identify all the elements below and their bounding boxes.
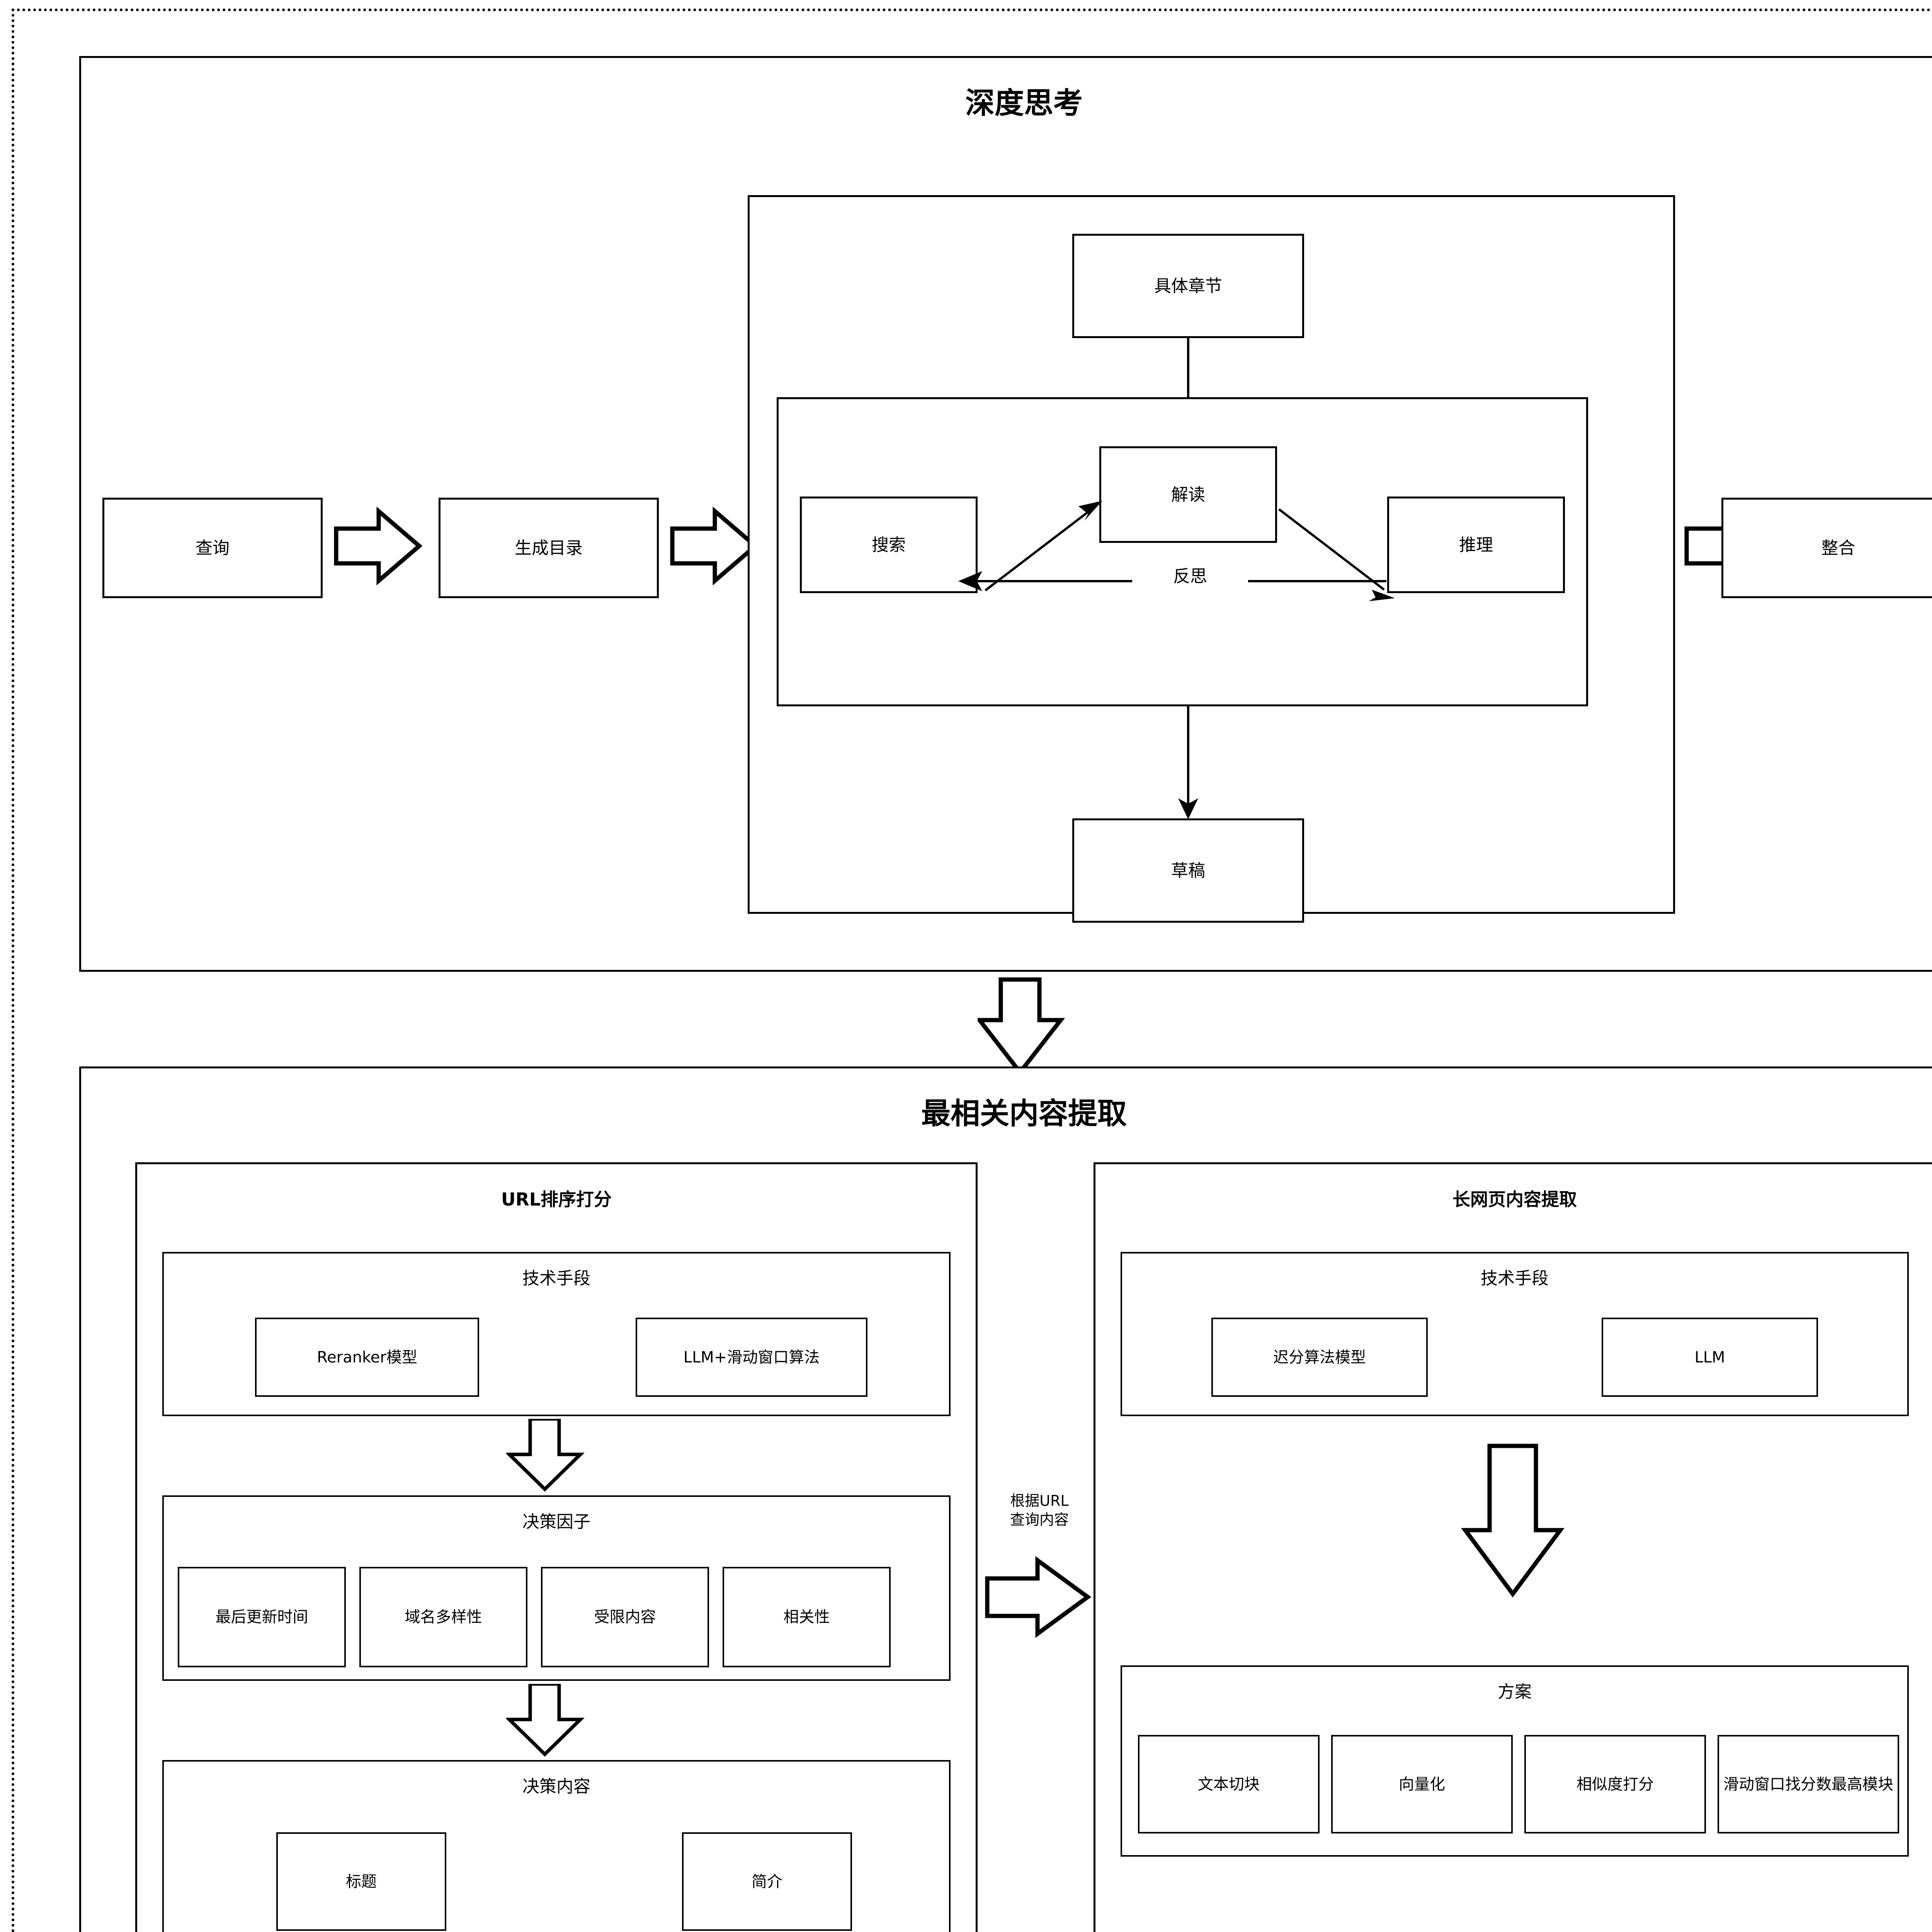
node-query[interactable]: 查询 <box>102 498 323 598</box>
decision-factors-title: 决策因子 <box>522 1512 590 1532</box>
deep-thinking-title: 深度思考 <box>965 86 1083 120</box>
decision-content-item-summary-label: 简介 <box>752 1872 782 1891</box>
node-draft[interactable]: 草稿 <box>1072 818 1304 923</box>
node-generate-outline-label: 生成目录 <box>515 538 583 558</box>
decision-content-item-title[interactable]: 标题 <box>276 1832 446 1931</box>
longpage-tech-item-llm-label: LLM <box>1694 1348 1725 1366</box>
scheme-item-vectorization-label: 向量化 <box>1399 1775 1445 1793</box>
scheme-title: 方案 <box>1498 1682 1532 1702</box>
decision-factor-relevance[interactable]: 相关性 <box>723 1567 891 1667</box>
content-extraction-title: 最相关内容提取 <box>921 1096 1127 1131</box>
decision-content-item-title-label: 标题 <box>346 1872 377 1891</box>
url-tech-item-llm-sliding-window-label: LLM+滑动窗口算法 <box>683 1348 820 1366</box>
node-specific-chapter-label: 具体章节 <box>1154 276 1222 296</box>
decision-factor-last-update-label: 最后更新时间 <box>215 1608 308 1626</box>
scheme-item-similarity-scoring[interactable]: 相似度打分 <box>1524 1735 1706 1833</box>
node-query-label: 查询 <box>196 538 230 558</box>
node-interpret[interactable]: 解读 <box>1099 446 1277 543</box>
decision-content-title: 决策内容 <box>522 1777 590 1796</box>
scheme-item-vectorization[interactable]: 向量化 <box>1331 1735 1513 1833</box>
decision-factor-last-update[interactable]: 最后更新时间 <box>178 1567 346 1667</box>
node-interpret-label: 解读 <box>1171 485 1205 505</box>
node-search[interactable]: 搜索 <box>800 497 978 593</box>
url-ranking-title: URL排序打分 <box>501 1189 612 1210</box>
decision-factor-restricted-content[interactable]: 受限内容 <box>541 1567 709 1667</box>
decision-factor-domain-diversity[interactable]: 域名多样性 <box>359 1567 527 1667</box>
scheme-item-sliding-window-top-label: 滑动窗口找分数最高模块 <box>1723 1775 1893 1793</box>
bridge-label-url-query: 根据URL 查询内容 <box>1010 1492 1069 1529</box>
scheme-item-text-chunking-label: 文本切块 <box>1198 1775 1260 1793</box>
url-tech-means-title: 技术手段 <box>522 1269 590 1288</box>
scheme-item-sliding-window-top[interactable]: 滑动窗口找分数最高模块 <box>1718 1735 1899 1833</box>
url-tech-item-reranker-label: Reranker模型 <box>317 1348 417 1366</box>
loop-reflect-label: 反思 <box>1132 562 1248 587</box>
node-integrate[interactable]: 整合 <box>1721 498 1932 598</box>
node-search-label: 搜索 <box>872 535 906 555</box>
longpage-tech-item-llm[interactable]: LLM <box>1602 1318 1818 1397</box>
scheme-item-similarity-scoring-label: 相似度打分 <box>1577 1775 1654 1793</box>
url-tech-item-llm-sliding-window[interactable]: LLM+滑动窗口算法 <box>636 1318 867 1397</box>
long-page-extraction-title: 长网页内容提取 <box>1452 1189 1577 1210</box>
node-draft-label: 草稿 <box>1171 861 1205 881</box>
decision-factor-domain-diversity-label: 域名多样性 <box>405 1608 482 1626</box>
longpage-tech-means-title: 技术手段 <box>1481 1269 1549 1288</box>
decision-content-item-summary[interactable]: 简介 <box>682 1832 852 1931</box>
node-reason[interactable]: 推理 <box>1387 497 1565 593</box>
longpage-tech-item-late-chunking[interactable]: 迟分算法模型 <box>1211 1318 1428 1397</box>
url-tech-item-reranker[interactable]: Reranker模型 <box>255 1318 479 1397</box>
decision-factor-restricted-content-label: 受限内容 <box>594 1608 656 1626</box>
decision-factor-relevance-label: 相关性 <box>783 1608 830 1626</box>
node-reason-label: 推理 <box>1459 535 1493 555</box>
scheme-item-text-chunking[interactable]: 文本切块 <box>1138 1735 1320 1833</box>
node-specific-chapter[interactable]: 具体章节 <box>1072 234 1304 338</box>
node-integrate-label: 整合 <box>1821 538 1855 558</box>
longpage-tech-item-late-chunking-label: 迟分算法模型 <box>1273 1348 1366 1366</box>
node-generate-outline[interactable]: 生成目录 <box>439 498 659 598</box>
